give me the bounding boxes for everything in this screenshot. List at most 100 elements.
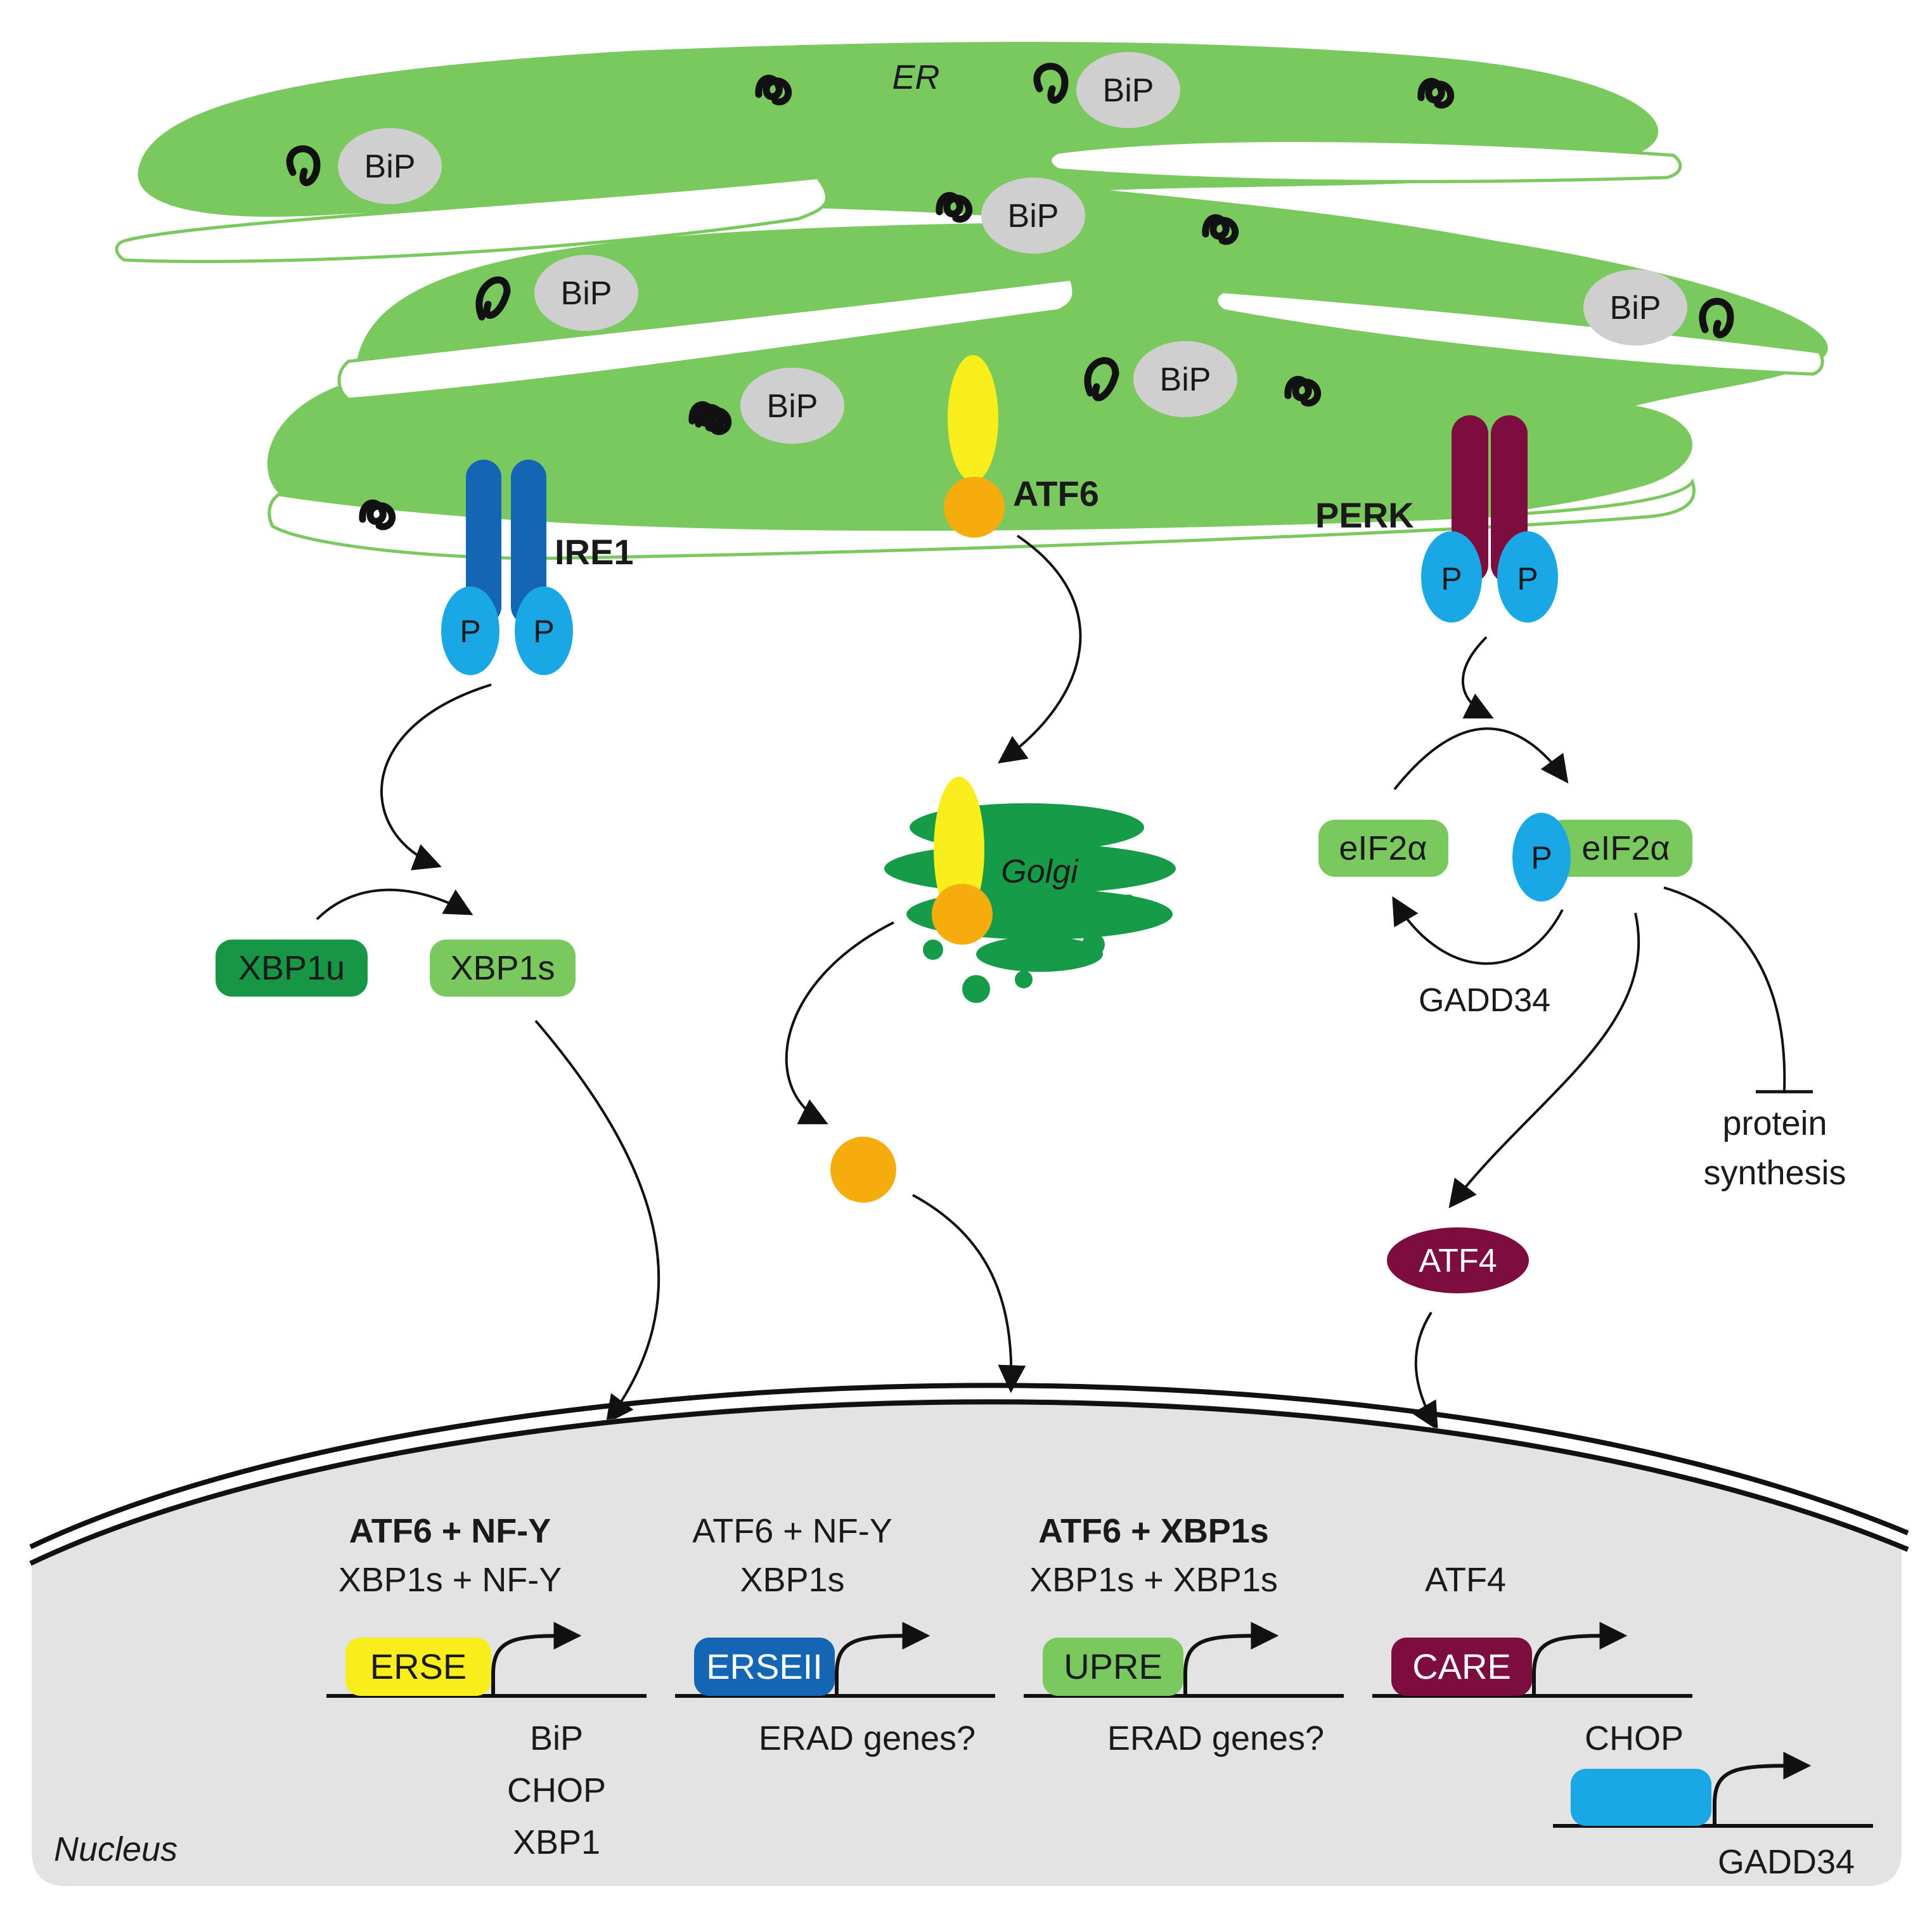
er-lumen-channels xyxy=(115,139,1824,560)
svg-text:eIF2α: eIF2α xyxy=(1339,829,1427,867)
bip: BiP xyxy=(286,128,442,204)
svg-text:P: P xyxy=(1441,561,1462,597)
eif2a-p-pill: eIF2α P xyxy=(1512,813,1692,902)
svg-text:P: P xyxy=(1531,840,1552,876)
svg-text:XBP1s + XBP1s: XBP1s + XBP1s xyxy=(1029,1561,1278,1599)
svg-text:BiP: BiP xyxy=(561,275,612,312)
svg-text:ERSEII: ERSEII xyxy=(706,1646,823,1686)
endoplasmic-reticulum: ER BiP BiP BiP BiP BiP BiP BiP xyxy=(115,42,1828,560)
bip: BiP xyxy=(981,178,1085,254)
ire1-label: IRE1 xyxy=(555,532,634,572)
upre-box xyxy=(1043,1638,1183,1696)
promoter-upre: ATF6 + XBP1s XBP1s + XBP1s UPRE ERAD gen… xyxy=(1024,1512,1344,1757)
cleaved-atf6 xyxy=(830,1137,896,1203)
atf6-label: ATF6 xyxy=(1013,474,1099,514)
phospho-site xyxy=(1512,813,1571,902)
protein-synthesis-line1: protein xyxy=(1722,1104,1827,1142)
svg-text:ATF4: ATF4 xyxy=(1425,1561,1506,1599)
svg-text:BiP: BiP xyxy=(767,388,818,425)
promoter-care: ATF4 CARE xyxy=(1372,1561,1692,1698)
inhibition-line xyxy=(1663,886,1786,1091)
phosphorylation-arrow xyxy=(1393,727,1569,791)
erseii-box xyxy=(694,1638,835,1696)
gadd34-dephosphorylation-arrow xyxy=(1392,896,1564,965)
nucleus-label: Nucleus xyxy=(54,1830,177,1868)
atf6-sensor: ATF6 xyxy=(944,355,1099,538)
golgi-to-cleaved-arrow xyxy=(785,921,894,1125)
care-box xyxy=(1391,1638,1532,1696)
eif2a-to-atf4-arrow xyxy=(1448,912,1640,1208)
svg-text:ATF6 + XBP1s: ATF6 + XBP1s xyxy=(1038,1512,1269,1550)
ire1-branch: P P IRE1 XBP1u XBP1s xyxy=(216,460,660,1424)
bip: BiP xyxy=(699,368,844,444)
svg-text:XBP1s + NF-Y: XBP1s + NF-Y xyxy=(338,1561,562,1599)
erse-box xyxy=(345,1638,491,1696)
svg-text:ERAD genes?: ERAD genes? xyxy=(759,1719,976,1757)
svg-text:ATF4: ATF4 xyxy=(1419,1243,1497,1279)
xbp1s-pill: XBP1s xyxy=(430,940,576,997)
phospho-site xyxy=(1421,531,1482,623)
bip: BiP xyxy=(1583,269,1734,346)
nuclear-envelope-outer xyxy=(29,1383,1909,1549)
svg-text:XBP1s: XBP1s xyxy=(740,1561,844,1599)
golgi-label: Golgi xyxy=(1001,853,1079,890)
xbp1s-to-nucleus-arrow xyxy=(534,1019,660,1424)
eif2a-pill: eIF2α xyxy=(1318,820,1448,877)
svg-text:UPRE: UPRE xyxy=(1064,1646,1162,1686)
svg-text:ERSE: ERSE xyxy=(370,1646,467,1686)
nucleus-interior xyxy=(32,1399,1902,1886)
bip: BiP xyxy=(475,255,638,331)
bip: BiP xyxy=(1033,52,1180,128)
ire1-arrow xyxy=(380,683,492,870)
atf6-to-golgi-arrow xyxy=(998,534,1082,764)
atf4-pill: ATF4 xyxy=(1387,1227,1529,1293)
svg-text:CHOP: CHOP xyxy=(507,1771,606,1809)
promoter-erse: ATF6 + NF-Y XBP1s + NF-Y ERSE BiP CHOP X… xyxy=(326,1512,647,1861)
xbp1u-pill: XBP1u xyxy=(216,940,368,997)
svg-text:GADD34: GADD34 xyxy=(1718,1843,1855,1881)
ire1-sensor: P P IRE1 xyxy=(441,460,634,675)
perk-sensor: P P PERK xyxy=(1315,415,1558,623)
svg-text:P: P xyxy=(1517,561,1538,597)
svg-text:BiP: BiP xyxy=(1103,72,1154,109)
splicing-arrow xyxy=(316,888,473,921)
chop-box xyxy=(1571,1769,1711,1826)
svg-text:BiP: BiP xyxy=(1610,290,1661,327)
svg-text:BiP: BiP xyxy=(530,1719,583,1757)
atf6-branch: ATF6 Golgi xyxy=(785,355,1176,1393)
protein-synthesis-line2: synthesis xyxy=(1703,1154,1846,1192)
perk-arrow xyxy=(1462,636,1494,719)
perk-label: PERK xyxy=(1315,495,1414,535)
svg-text:XBP1s: XBP1s xyxy=(450,949,555,987)
bip: BiP xyxy=(1084,341,1237,417)
svg-text:BiP: BiP xyxy=(1008,198,1059,235)
svg-text:CARE: CARE xyxy=(1412,1646,1511,1686)
phospho-site xyxy=(1497,531,1558,623)
cleaved-to-nucleus-arrow xyxy=(912,1194,1026,1393)
svg-text:ATF6 + NF-Y: ATF6 + NF-Y xyxy=(349,1512,551,1550)
golgi: Golgi xyxy=(884,777,1176,1003)
promoter-chop: CHOP GADD34 xyxy=(1553,1719,1873,1881)
svg-text:eIF2α: eIF2α xyxy=(1581,829,1670,867)
phospho-site xyxy=(515,586,573,675)
gadd34-label: GADD34 xyxy=(1419,982,1550,1019)
atf4-to-nucleus-arrow xyxy=(1412,1311,1438,1431)
svg-text:XBP1u: XBP1u xyxy=(238,949,345,987)
er-label: ER xyxy=(892,58,939,96)
nuclear-envelope-inner xyxy=(29,1399,1909,1566)
bip-chaperones: BiP BiP BiP BiP BiP BiP BiP xyxy=(286,52,1734,444)
perk-branch: P P PERK eIF2α eIF2α P GADD34 protein sy… xyxy=(1315,415,1846,1431)
svg-text:P: P xyxy=(533,614,554,649)
svg-text:BiP: BiP xyxy=(364,148,416,185)
svg-text:P: P xyxy=(460,614,480,649)
svg-text:ERAD genes?: ERAD genes? xyxy=(1107,1719,1324,1757)
phospho-site xyxy=(441,586,499,675)
svg-text:XBP1: XBP1 xyxy=(513,1823,600,1861)
nucleus: Nucleus ATF6 + NF-Y XBP1s + NF-Y ERSE Bi… xyxy=(29,1383,1909,1886)
svg-text:CHOP: CHOP xyxy=(1585,1719,1684,1757)
svg-text:BiP: BiP xyxy=(1160,361,1211,398)
svg-text:ATF6 + NF-Y: ATF6 + NF-Y xyxy=(692,1512,892,1550)
promoter-erseii: ATF6 + NF-Y XBP1s ERSEII ERAD genes? xyxy=(675,1512,995,1757)
